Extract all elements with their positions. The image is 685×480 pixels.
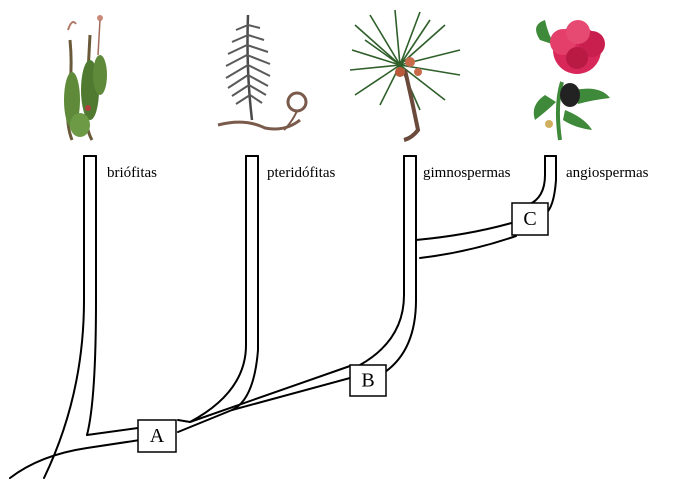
node-a: A: [138, 420, 176, 452]
node-b: B: [350, 365, 386, 396]
node-a-label: A: [150, 425, 165, 447]
fern-illustration: [218, 15, 306, 130]
branch-gimnospermas: [360, 156, 416, 372]
label-gimnospermas: gimnospermas: [423, 165, 511, 181]
label-briofitas: briófitas: [107, 165, 157, 181]
node-c: C: [512, 203, 548, 235]
label-pteridofitas: pteridófitas: [267, 165, 335, 181]
branch-pteridofitas: [190, 156, 258, 422]
pine-illustration: [350, 10, 460, 140]
flower-illustration: [534, 20, 610, 140]
connectors: [10, 222, 516, 478]
branch-briofitas: [44, 156, 96, 478]
moss-illustration: [64, 15, 107, 140]
label-angiospermas: angiospermas: [566, 165, 649, 181]
node-c-label: C: [523, 208, 536, 230]
node-b-label: B: [361, 370, 374, 392]
